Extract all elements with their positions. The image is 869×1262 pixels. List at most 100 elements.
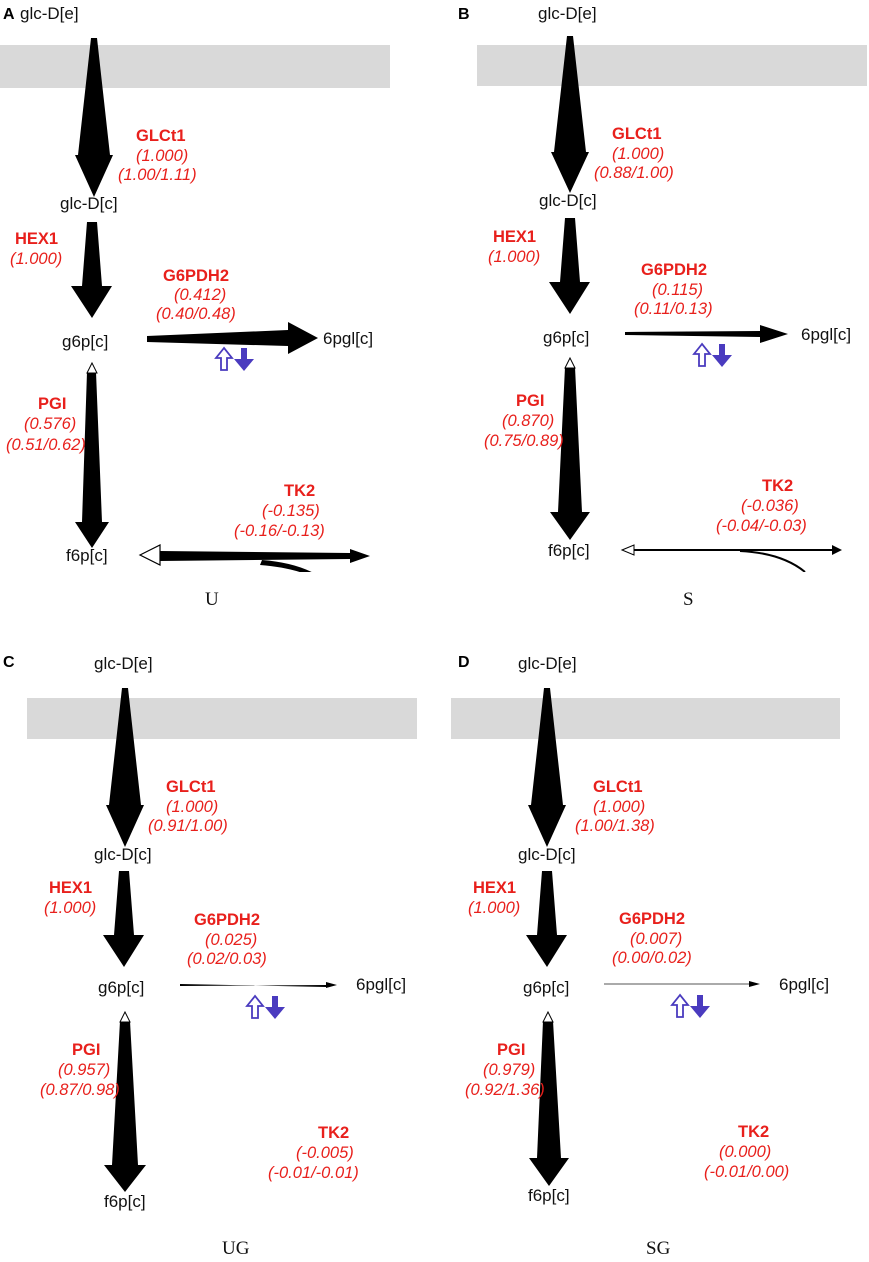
regulation-icons [245, 994, 285, 1019]
regulation-icons [214, 346, 254, 371]
reaction-glct1-label: GLCt1 [136, 127, 186, 145]
metabolite-glc-c: glc-D[c] [539, 191, 597, 210]
reaction-tk2-label: TK2 [738, 1123, 769, 1141]
reaction-pgi-range: (0.92/1.36) [465, 1081, 545, 1099]
metabolite-g6p: g6p[c] [98, 978, 144, 997]
panel-d: D glc-D[e] GLCt1 (1.000) (1.00/1.38) glc… [451, 654, 840, 1259]
panel-letter: D [458, 654, 470, 671]
g6pdh2-flux-arrow [180, 982, 337, 988]
glct1-flux-arrow [528, 688, 566, 847]
reaction-pgi-range: (0.87/0.98) [40, 1081, 120, 1099]
reaction-tk2-flux: (0.000) [719, 1143, 771, 1161]
metabolite-glc-e: glc-D[e] [94, 654, 153, 673]
pgi-flux-arrow [75, 361, 109, 548]
reaction-tk2-flux: (-0.135) [262, 502, 320, 520]
membrane-band [477, 45, 867, 86]
reaction-tk2-range: (-0.01/-0.01) [268, 1164, 359, 1182]
reaction-tk2-flux: (-0.005) [296, 1144, 354, 1162]
glct1-flux-arrow [551, 36, 589, 193]
g6pdh2-arrowhead [749, 981, 760, 987]
reaction-pgi-flux: (0.979) [483, 1061, 535, 1079]
panel-a: A glc-D[e] GLCt1 (1.000) (1.00/1.11) glc… [0, 4, 390, 610]
reaction-g6pdh2-range: (0.00/0.02) [612, 949, 692, 967]
panel-letter: A [3, 6, 15, 23]
reaction-pgi-label: PGI [497, 1041, 525, 1059]
hex1-flux-arrow [71, 222, 112, 318]
g6pdh2-flux-arrow [147, 322, 318, 354]
metabolite-f6p: f6p[c] [528, 1186, 570, 1205]
reaction-hex1-label: HEX1 [493, 228, 536, 246]
reaction-tk2-range: (-0.16/-0.13) [234, 522, 325, 540]
reaction-tk2-range: (-0.01/0.00) [704, 1163, 789, 1181]
reaction-g6pdh2-flux: (0.412) [174, 286, 226, 304]
panel-b: B glc-D[e] GLCt1 (1.000) (0.88/1.00) glc… [458, 4, 867, 610]
reaction-glct1-range: (0.91/1.00) [148, 817, 228, 835]
condition-label: S [683, 589, 694, 610]
reaction-g6pdh2-range: (0.11/0.13) [634, 300, 713, 318]
pgi-flux-arrow [529, 1010, 569, 1186]
metabolite-6pgl: 6pgl[c] [323, 329, 373, 348]
panel-letter: C [3, 654, 15, 671]
regulation-up-outline-arrow-icon [670, 993, 690, 1018]
metabolite-f6p: f6p[c] [548, 541, 590, 560]
glct1-flux-arrow [75, 38, 113, 197]
metabolite-6pgl: 6pgl[c] [801, 325, 851, 344]
membrane-band [0, 45, 390, 88]
reaction-g6pdh2-label: G6PDH2 [641, 261, 707, 279]
reaction-glct1-label: GLCt1 [612, 125, 662, 143]
condition-label: SG [646, 1238, 671, 1259]
reaction-hex1-flux: (1.000) [488, 248, 540, 266]
reaction-pgi-flux: (0.957) [58, 1061, 110, 1079]
regulation-up-outline-arrow-icon [692, 342, 712, 367]
reaction-pgi-label: PGI [516, 392, 544, 410]
reaction-hex1-flux: (1.000) [10, 250, 62, 268]
membrane-band [451, 698, 840, 739]
hex1-flux-arrow [103, 871, 144, 967]
regulation-icons [692, 342, 732, 367]
reaction-hex1-flux: (1.000) [468, 899, 520, 917]
reaction-hex1-label: HEX1 [49, 879, 92, 897]
reaction-g6pdh2-label: G6PDH2 [194, 911, 260, 929]
reaction-glct1-range: (1.00/1.11) [118, 166, 197, 184]
reaction-pgi-range: (0.51/0.62) [6, 436, 86, 454]
condition-label: U [205, 589, 219, 610]
reaction-g6pdh2-range: (0.02/0.03) [187, 950, 267, 968]
reaction-g6pdh2-label: G6PDH2 [619, 910, 685, 928]
regulation-up-outline-arrow-icon [214, 346, 234, 371]
membrane-band [27, 698, 417, 739]
reaction-hex1-label: HEX1 [473, 879, 516, 897]
reaction-glct1-flux: (1.000) [593, 798, 645, 816]
reaction-tk2-label: TK2 [284, 482, 315, 500]
regulation-up-outline-arrow-icon [245, 994, 265, 1019]
metabolite-g6p: g6p[c] [62, 332, 108, 351]
reaction-glct1-flux: (1.000) [166, 798, 218, 816]
reaction-glct1-range: (0.88/1.00) [594, 164, 674, 182]
reaction-glct1-flux: (1.000) [612, 145, 664, 163]
tk2-flux-arrow [138, 544, 370, 572]
panel-c: C glc-D[e] GLCt1 (1.000) (0.91/1.00) glc… [3, 654, 417, 1259]
metabolite-6pgl: 6pgl[c] [356, 975, 406, 994]
reaction-glct1-label: GLCt1 [166, 778, 216, 796]
pgi-flux-arrow [104, 1010, 146, 1192]
metabolite-glc-c: glc-D[c] [518, 845, 576, 864]
reaction-tk2-label: TK2 [762, 477, 793, 495]
reaction-pgi-flux: (0.870) [502, 412, 554, 430]
reaction-pgi-label: PGI [72, 1041, 100, 1059]
reaction-glct1-flux: (1.000) [136, 147, 188, 165]
metabolite-6pgl: 6pgl[c] [779, 975, 829, 994]
reaction-g6pdh2-flux: (0.007) [630, 930, 682, 948]
reaction-tk2-label: TK2 [318, 1124, 349, 1142]
reaction-pgi-flux: (0.576) [24, 415, 76, 433]
condition-label: UG [222, 1238, 250, 1259]
panel-letter: B [458, 6, 470, 23]
metabolite-g6p: g6p[c] [523, 978, 569, 997]
reaction-g6pdh2-range: (0.40/0.48) [156, 305, 236, 323]
metabolite-g6p: g6p[c] [543, 328, 589, 347]
reaction-tk2-range: (-0.04/-0.03) [716, 517, 807, 535]
reaction-pgi-range: (0.75/0.89) [484, 432, 564, 450]
metabolite-glc-e: glc-D[e] [20, 4, 79, 23]
metabolite-glc-c: glc-D[c] [94, 845, 152, 864]
metabolite-f6p: f6p[c] [104, 1192, 146, 1211]
glct1-flux-arrow [106, 688, 144, 847]
